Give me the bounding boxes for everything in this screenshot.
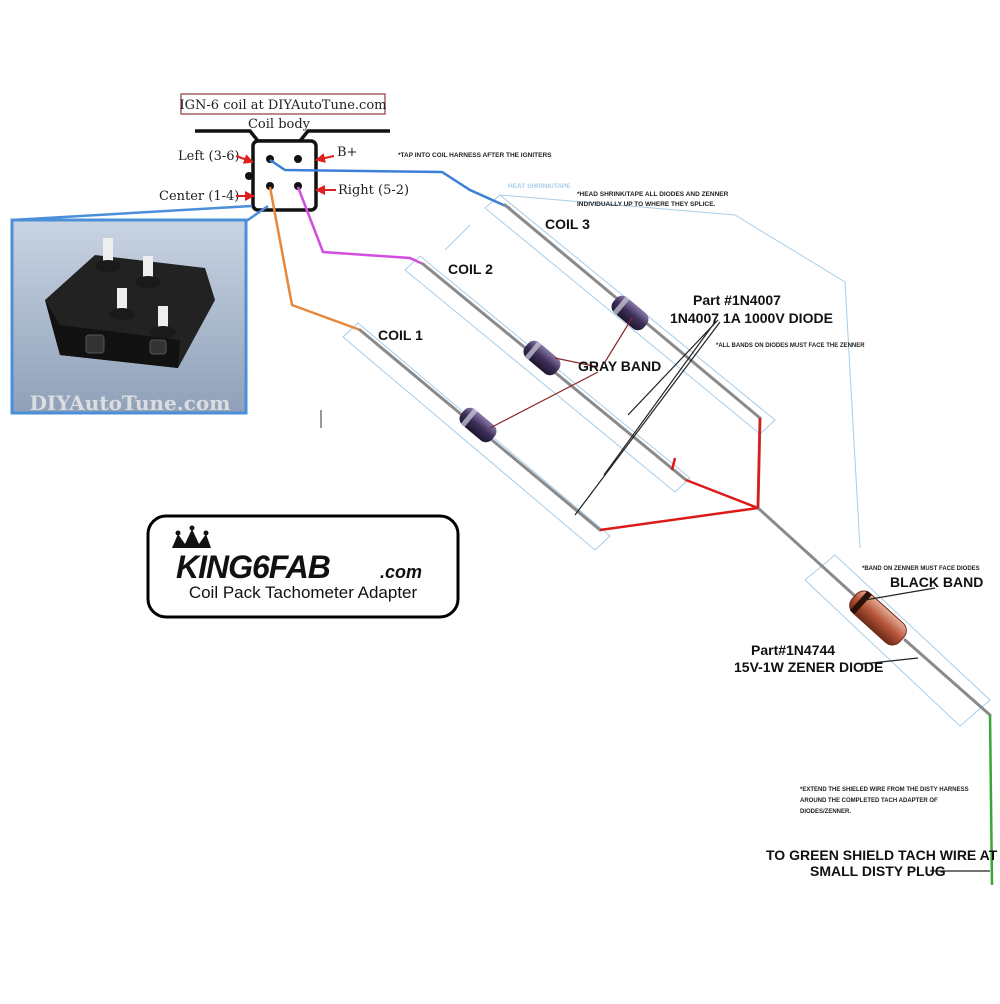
pin-bplus-arrow: [315, 153, 335, 163]
junction-wires: [599, 417, 762, 532]
black-band-label: BLACK BAND: [890, 574, 983, 590]
coil3-label: COIL 3: [545, 216, 590, 232]
red-wire-coil1: [599, 506, 759, 532]
green-tach-wire: [988, 714, 994, 886]
red-tick: [670, 457, 677, 471]
diode-coil1: [459, 407, 497, 443]
coil-wires: [268, 158, 511, 332]
coil2-label: COIL 2: [448, 261, 493, 277]
logo-brand: KING6FAB: [176, 549, 330, 585]
pin-right: [294, 182, 302, 190]
pin-right-label: Right (5-2): [338, 183, 409, 198]
coil-title-box: [180, 93, 386, 115]
red-wire-coil2: [685, 478, 759, 510]
note-heat-shrink-2: INDIVIDUALLY UP TO WHERE THEY SPLICE.: [577, 201, 716, 208]
coil-body-label: Coil body: [248, 117, 311, 132]
black-band-pointer: [864, 587, 936, 601]
notes: *TAP INTO COIL HARNESS AFTER THE IGNITER…: [398, 152, 980, 815]
diode-coil3: [611, 295, 649, 331]
shield-wrap-outline-lower: [444, 224, 471, 251]
pin-left-arrow: [235, 154, 254, 164]
magenta-wire: [296, 186, 426, 267]
orange-wire: [268, 186, 361, 332]
photo-callout-line-b: [244, 204, 269, 224]
brand-logo-box: KING6FAB .com Coil Pack Tachometer Adapt…: [146, 514, 460, 619]
photo-watermark: DIYAutoTune.com: [30, 391, 231, 415]
gray-band-label: GRAY BAND: [578, 358, 661, 374]
red-wire-coil3: [756, 417, 762, 509]
pin-left-label: Left (3-6): [178, 149, 240, 164]
tach-label-1: TO GREEN SHIELD TACH WIRE AT: [766, 847, 998, 863]
tach-label-2: SMALL DISTY PLUG: [810, 863, 946, 879]
part-pointer-2: [574, 321, 721, 516]
note-bands: *ALL BANDS ON DIODES MUST FACE THE ZENNE…: [716, 343, 865, 349]
logo-domain: .com: [380, 562, 422, 582]
zener-lead-top: [756, 506, 857, 598]
gray-band-pointer-2: [489, 371, 599, 429]
note-tap: *TAP INTO COIL HARNESS AFTER THE IGNITER…: [398, 152, 552, 159]
zener-part-pointer: [861, 657, 919, 665]
pin-center: [266, 182, 274, 190]
coil-body-connector: [251, 139, 318, 212]
coil-title: IGN-6 coil at DIYAutoTune.com: [180, 98, 387, 113]
pin-center-label: Center (1-4): [159, 189, 239, 204]
coil1-label: COIL 1: [378, 327, 423, 343]
diode-coil2: [523, 340, 561, 376]
photo-callout-line-a: [11, 204, 253, 222]
note-zener-band: *BAND ON ZENNER MUST FACE DIODES: [862, 566, 980, 572]
coil-pack-photo-image: [45, 238, 215, 368]
note-heat-shrink-1: *HEAD SHRINK/TAPE ALL DIODES AND ZENNER: [577, 191, 729, 198]
blue-wire: [269, 158, 511, 210]
coil-module: IGN-6 coil at DIYAutoTune.com Coil body …: [159, 93, 409, 212]
coil-pack-photo: DIYAutoTune.com: [10, 204, 269, 415]
gray-band-pointer-1: [554, 357, 599, 368]
note-extend-2: AROUND THE COMPLETED TACH ADAPTER OF: [800, 798, 938, 804]
heat-shrink-outlines: [342, 194, 991, 727]
zener-part-label-1: Part#1N4744: [751, 642, 835, 658]
part-diode-label-1: Part #1N4007: [693, 292, 781, 308]
pin-bplus-label: B+: [337, 145, 357, 160]
heat-shrink-coil3: [484, 194, 776, 435]
part-pointer-3: [603, 321, 716, 476]
part-diode-label-2: 1N4007 1A 1000V DIODE: [670, 310, 833, 326]
pin-bplus: [294, 155, 302, 163]
note-heat-shrink-tag: HEAT SHRINK/TAPE: [508, 183, 571, 190]
labels: COIL 3 COIL 2 COIL 1 Part #1N4007 1N4007…: [378, 216, 998, 879]
gray-band-pointer-3: [604, 317, 633, 363]
zener-diode: [849, 590, 907, 646]
logo-frame: [146, 514, 460, 619]
connector-latch: [245, 172, 253, 180]
zener-lead-bottom: [903, 638, 992, 717]
crown-icon: [172, 525, 211, 548]
note-extend-1: *EXTEND THE SHIELED WIRE FROM THE DISTY …: [800, 787, 969, 793]
logo-subtitle: Coil Pack Tachometer Adapter: [189, 583, 418, 602]
shield-wrap-outline: [499, 194, 861, 549]
note-extend-3: DIODES/ZENNER.: [800, 809, 851, 815]
part-pointer-1: [627, 319, 719, 416]
heat-shrink-zener: [804, 554, 991, 727]
pointer-lines: [320, 317, 990, 872]
zener-part-label-2: 15V-1W ZENER DIODE: [734, 659, 883, 675]
